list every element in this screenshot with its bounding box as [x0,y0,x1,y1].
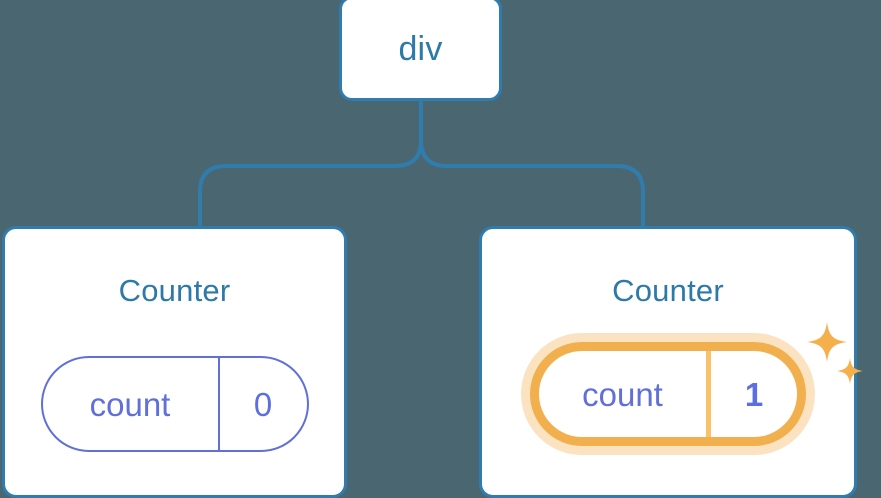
node-counter-right[interactable]: Counter count 1 [479,226,863,498]
state-pill-right-key-cell: count [539,351,711,437]
state-pill-wrapper-right: count 1 [482,342,854,446]
node-counter-right-title: Counter [612,273,724,308]
state-pill-left-key: count [89,385,171,423]
state-pill-right-key: count [582,375,663,413]
state-pill-wrapper-left: count 0 [5,356,344,452]
node-div[interactable]: div [339,0,502,101]
state-pill-left-value-cell: 0 [220,358,307,450]
node-counter-left-title: Counter [118,273,231,308]
state-pill-right-value-cell: 1 [711,351,797,437]
state-pill-right[interactable]: count 1 [530,342,806,446]
state-pill-left-value: 0 [253,385,273,423]
state-pill-left[interactable]: count 0 [40,356,309,452]
state-pill-right-value: 1 [744,375,764,413]
state-pill-left-key-cell: count [43,358,220,450]
edge-root-to-left-counter [198,98,423,230]
node-div-label: div [398,29,443,68]
node-counter-left[interactable]: Counter count 0 [2,226,347,498]
edge-root-to-right-counter [419,98,645,230]
